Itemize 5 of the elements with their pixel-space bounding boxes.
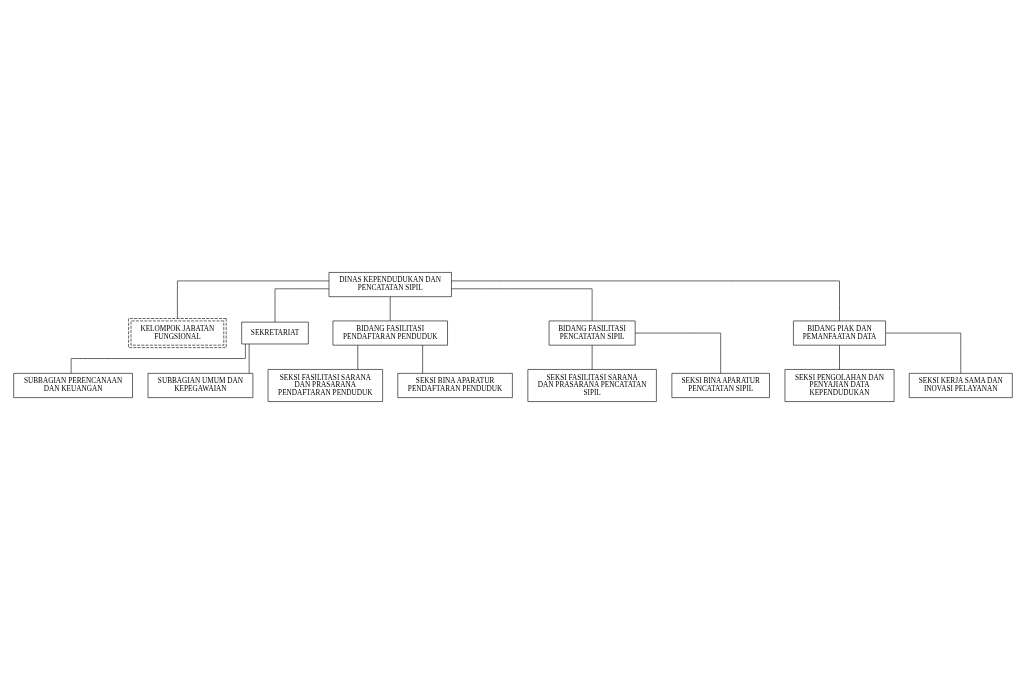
connector: [838, 344, 840, 370]
connector: [450, 288, 592, 322]
connector: [70, 343, 246, 374]
connector: [176, 280, 329, 319]
connector: [450, 280, 840, 321]
